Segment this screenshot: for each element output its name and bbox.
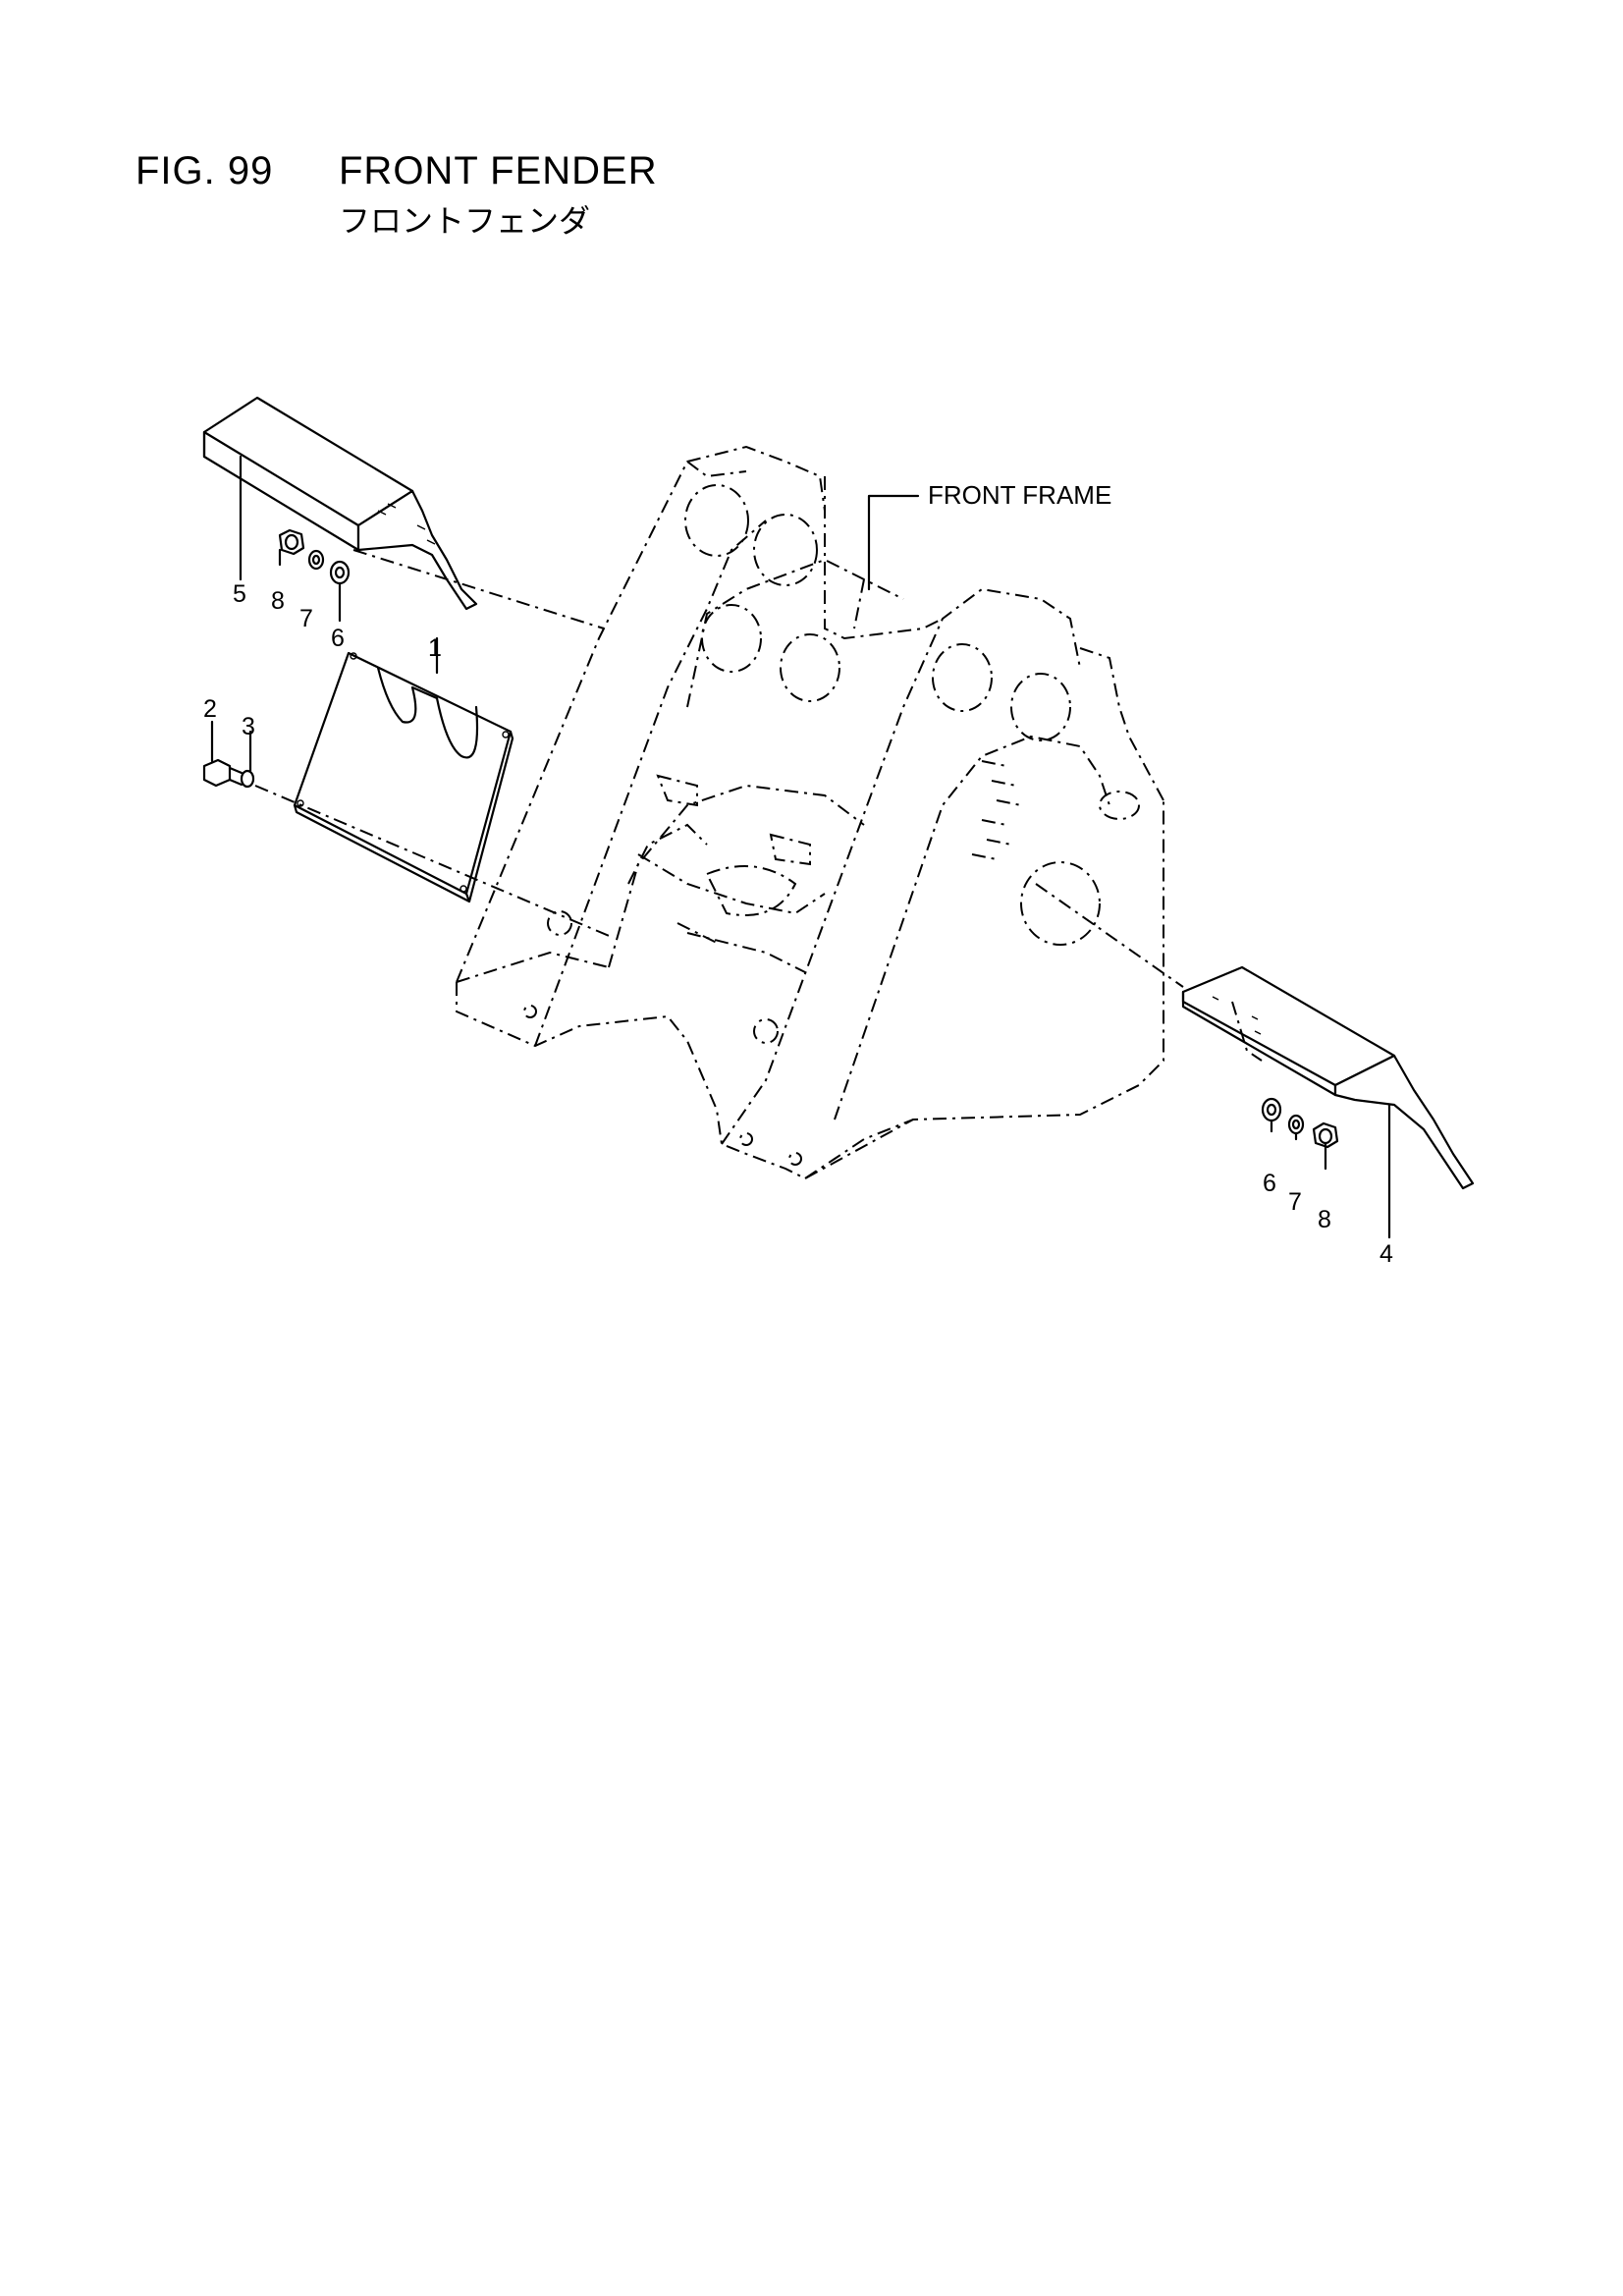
front-frame-label: FRONT FRAME: [928, 480, 1111, 510]
figure-number: FIG. 99: [135, 149, 274, 192]
callout-2: 2: [203, 695, 217, 723]
callout-6-left: 6: [331, 625, 345, 652]
callout-4: 4: [1380, 1240, 1393, 1268]
hardware-left: [278, 528, 605, 629]
hardware-right: [1035, 883, 1339, 1149]
fender-right-part-4: [1181, 965, 1475, 1190]
callout-8-right: 8: [1318, 1206, 1331, 1233]
callout-7-left: 7: [299, 605, 313, 632]
callout-7-right: 7: [1288, 1188, 1302, 1216]
figure-title: FRONT FENDER: [339, 149, 658, 192]
front-frame-leader: [867, 494, 920, 591]
cover-plate-part-1: [293, 651, 514, 903]
callout-1: 1: [428, 634, 442, 662]
callout-8-left: 8: [271, 587, 285, 615]
front-frame-outline: [456, 445, 1164, 1180]
bolt-and-washer-parts-2-3: [202, 758, 615, 939]
figure-subtitle-japanese: フロントフェンダ: [339, 202, 591, 240]
callout-leaders: [210, 455, 1391, 1239]
callout-6-right: 6: [1263, 1170, 1276, 1197]
callout-5: 5: [233, 580, 246, 608]
callout-3: 3: [242, 713, 255, 740]
